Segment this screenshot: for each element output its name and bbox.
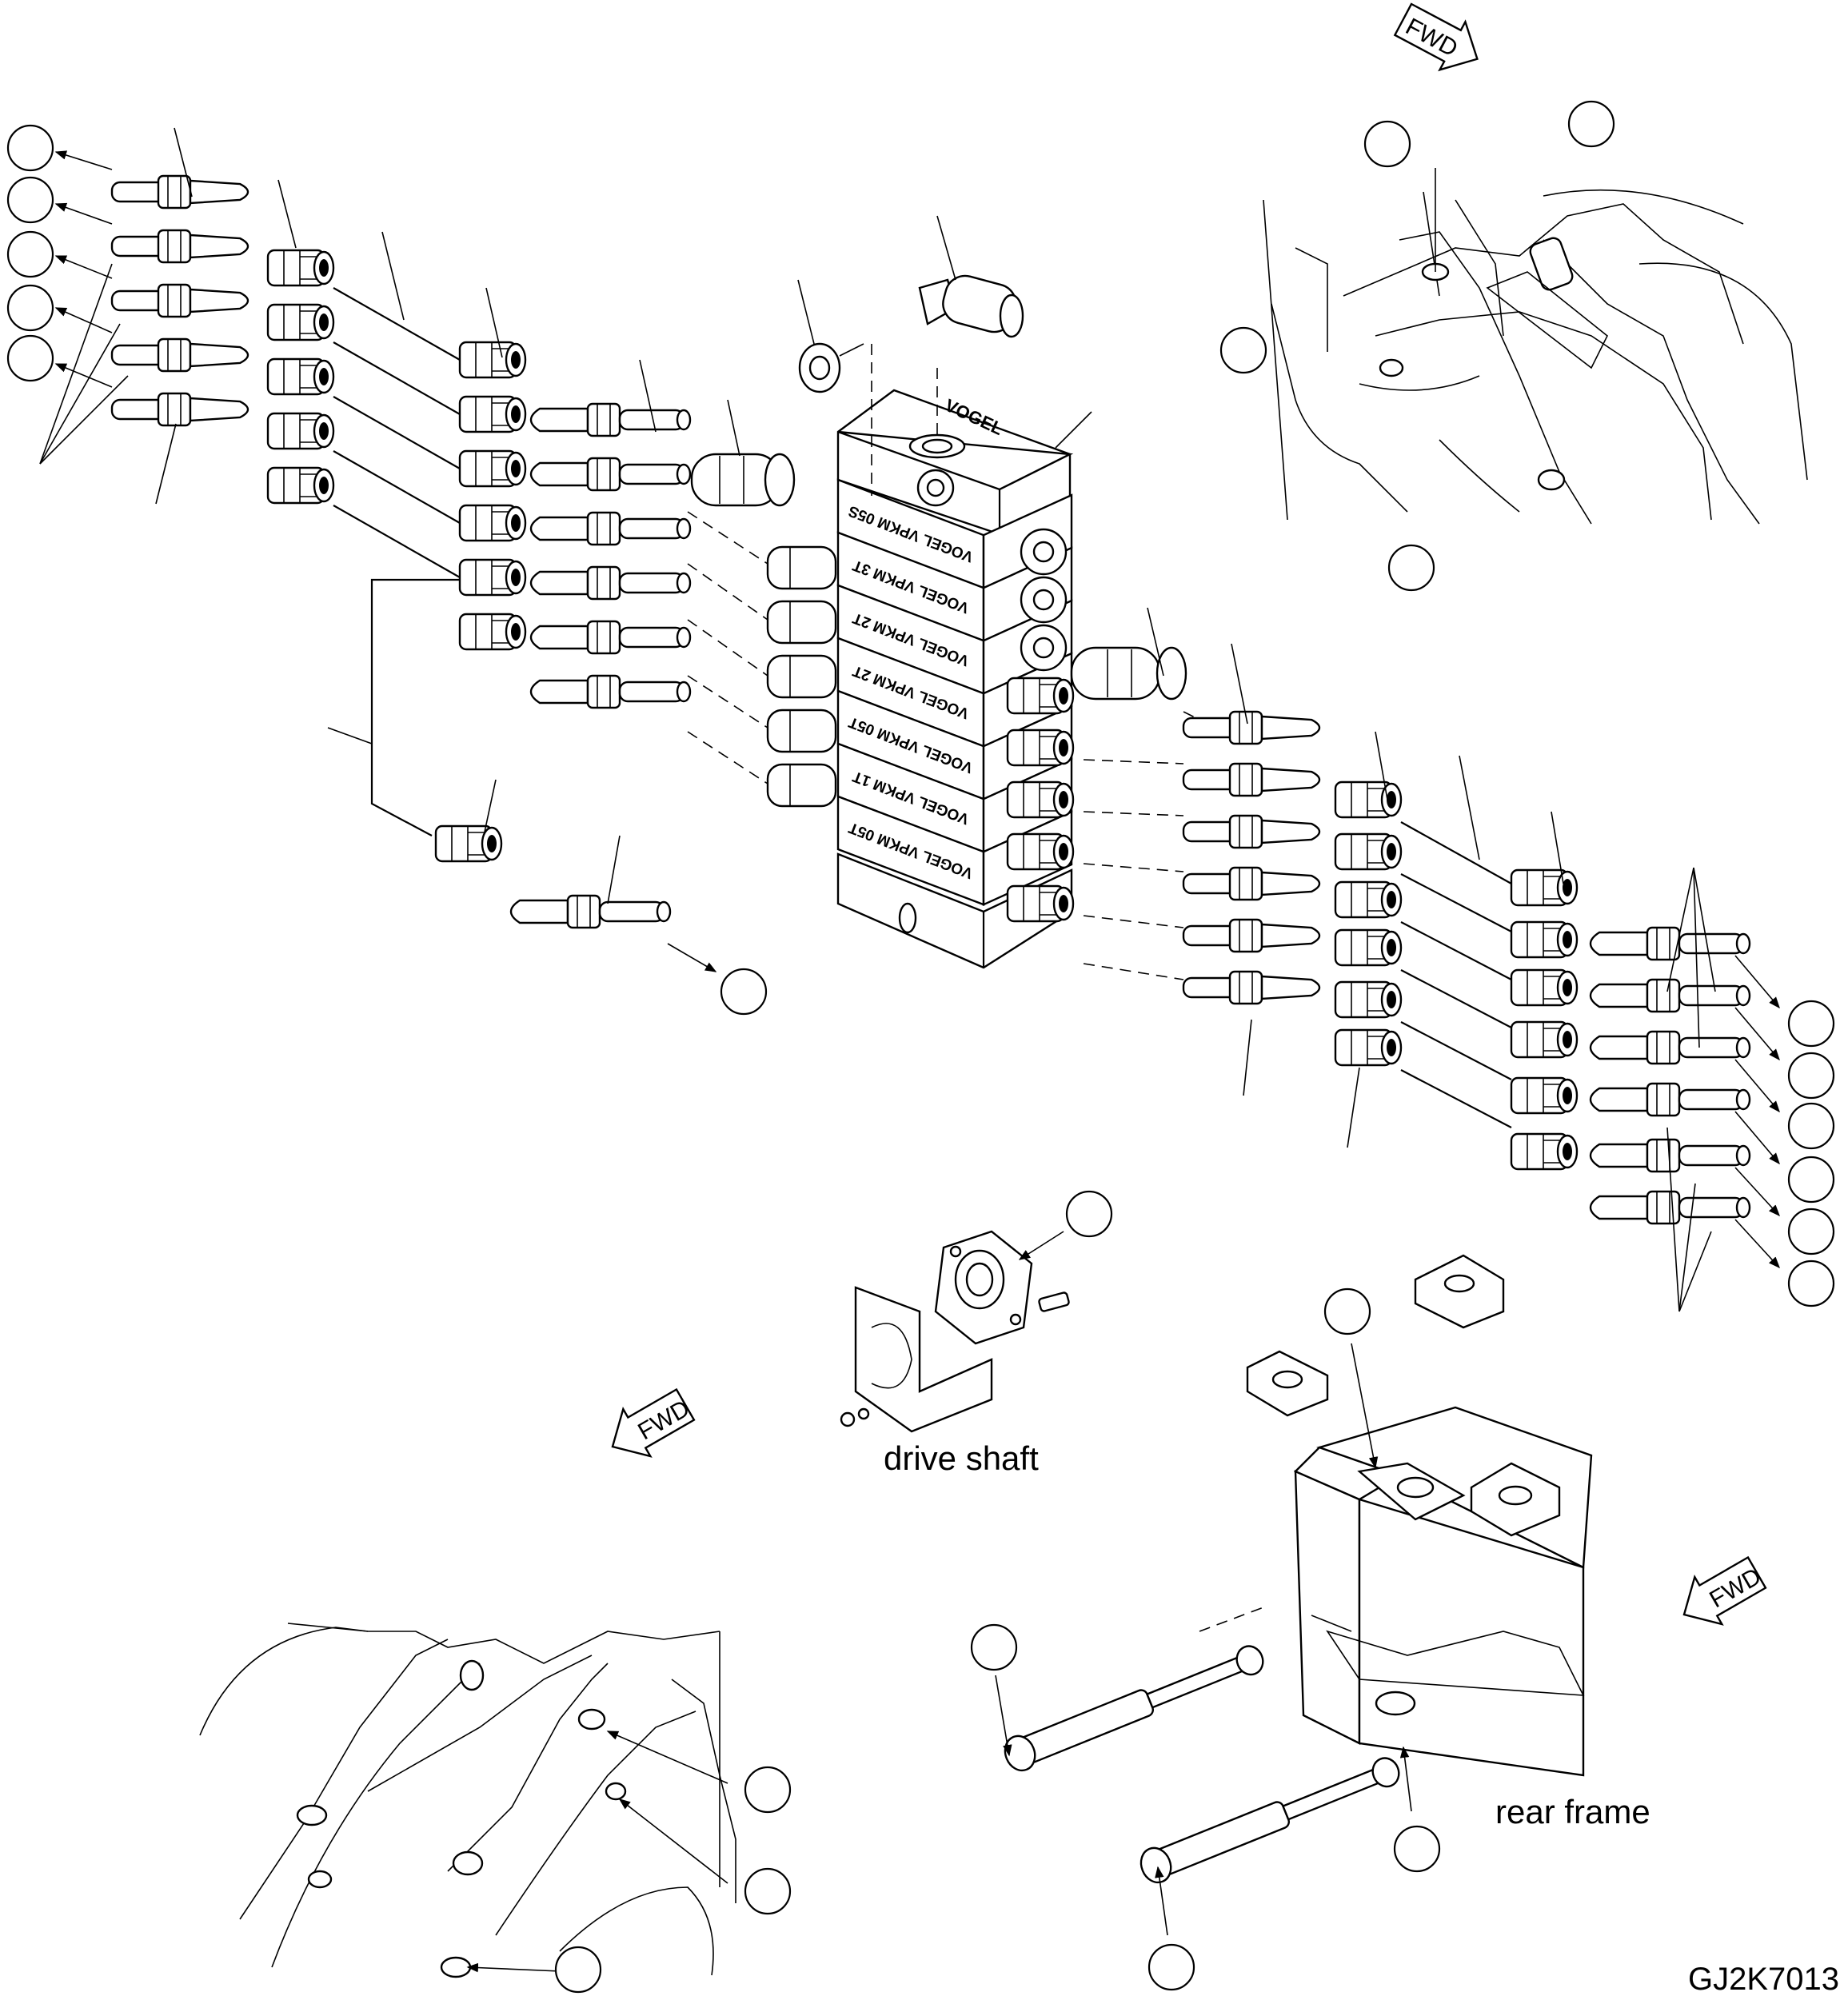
callout-circle [6, 124, 54, 172]
callout-circle [1363, 120, 1411, 168]
callout-circle [720, 968, 768, 1016]
callout-circle [6, 284, 54, 332]
rear-frame-inset: rear frame [995, 1254, 1650, 1936]
callout-circle [1148, 1943, 1195, 1991]
callout-circle [6, 230, 54, 278]
callout-circle [1787, 1208, 1835, 1255]
callout-circle [1787, 1259, 1835, 1307]
drawing-code: GJ2K7013 [1688, 1962, 1839, 1997]
left-fittings-group [39, 127, 796, 972]
fwd-arrow-top: FWD [1393, 2, 1479, 72]
drive-shaft-label: drive shaft [884, 1439, 1039, 1477]
callout-circle [6, 176, 54, 224]
callout-circle [744, 1766, 792, 1814]
callout-circle [744, 1867, 792, 1915]
callout-circle [1787, 1000, 1835, 1048]
callout-circle [1219, 326, 1267, 374]
block-top-parts [797, 215, 1092, 496]
callout-circle [1567, 100, 1615, 148]
callout-circles [6, 100, 1835, 1994]
fwd-arrow-left: FWD [611, 1387, 696, 1458]
callout-circle [1387, 544, 1435, 592]
right-fittings-group [1070, 607, 1780, 1312]
callout-circle [1787, 1102, 1835, 1150]
fwd-arrow-right: FWD [1682, 1555, 1767, 1626]
callout-circle [1065, 1190, 1113, 1238]
rear-frame-label: rear frame [1495, 1793, 1650, 1830]
callout-circle [1787, 1052, 1835, 1100]
callout-circle [1323, 1287, 1371, 1335]
callout-circle [1393, 1825, 1441, 1873]
callout-circle [970, 1623, 1018, 1671]
callout-circle [554, 1946, 602, 1994]
left-dashed-links [687, 511, 768, 784]
bottom-left-loader-sketch [199, 1623, 736, 1978]
top-right-loader-sketch [1263, 168, 1808, 525]
callout-circle [6, 334, 54, 382]
callout-circle [1787, 1156, 1835, 1204]
drive-shaft-inset: drive shaft [840, 1230, 1070, 1477]
